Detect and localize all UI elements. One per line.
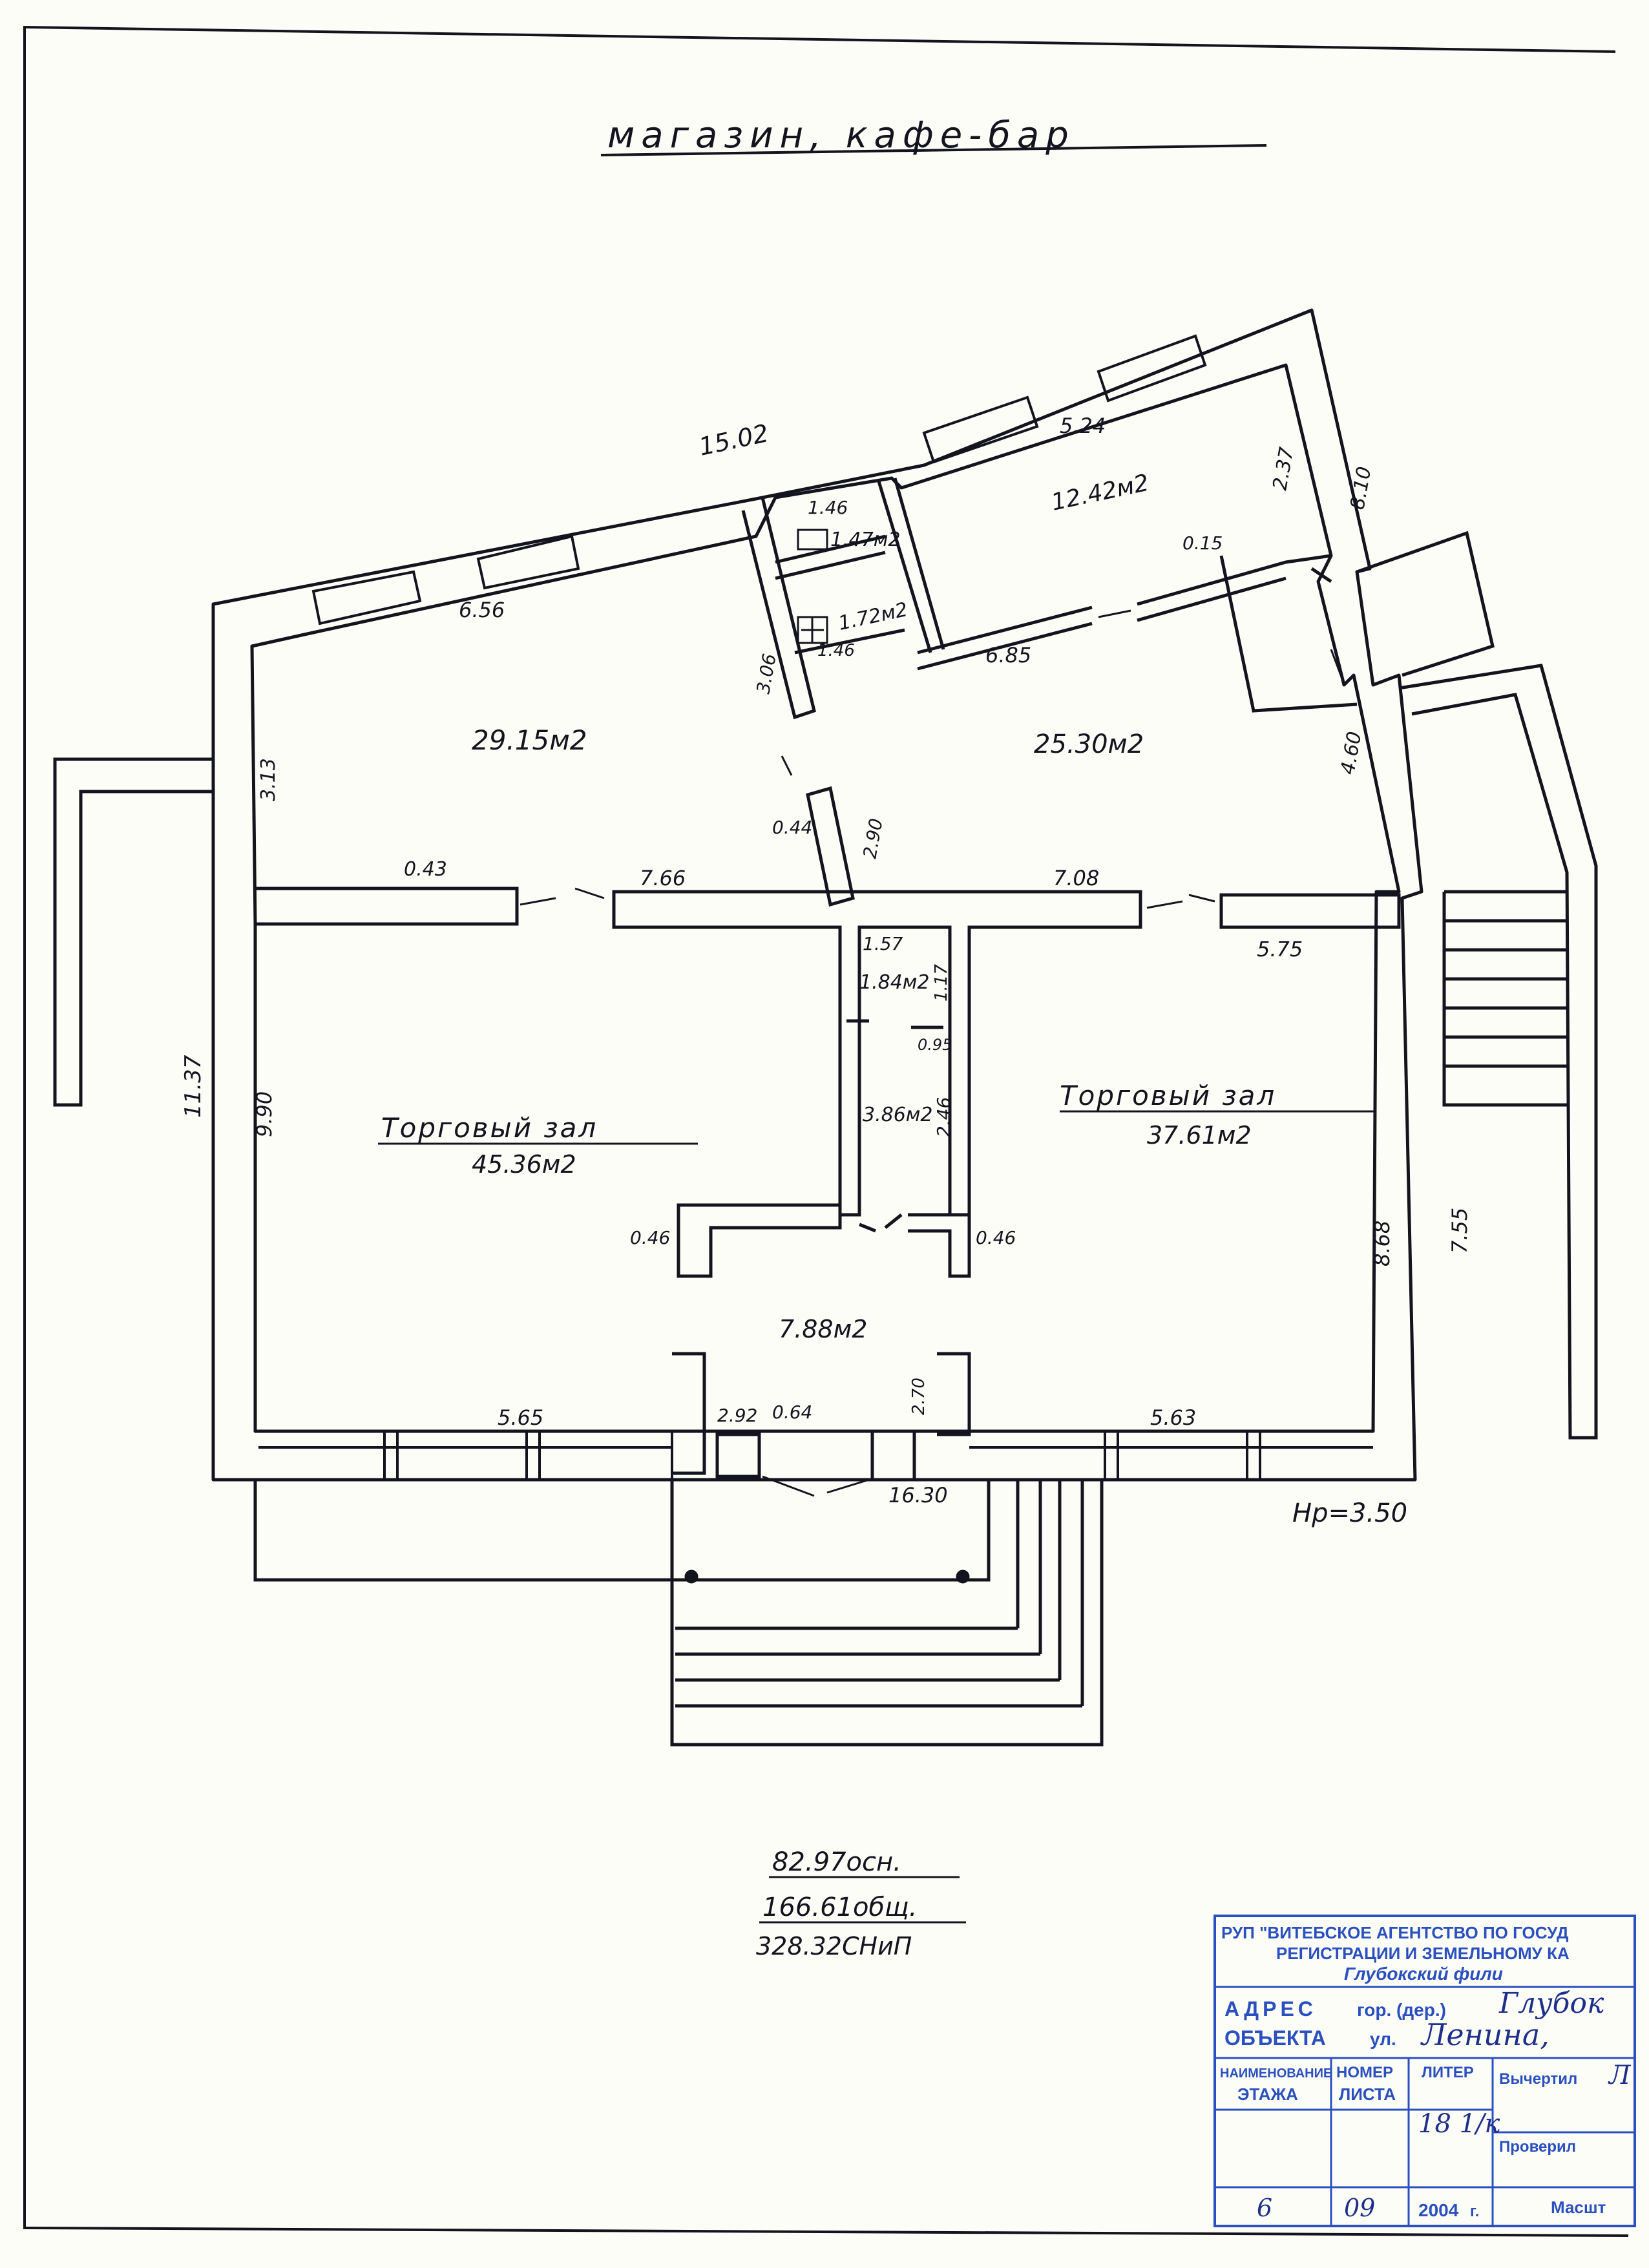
dim-16-30: 16.30: [888, 1483, 948, 1507]
dim-1-57: 1.57: [863, 933, 903, 954]
room-area-wc-2: 1.72м2: [836, 598, 909, 635]
dim-8-10: 8.10: [1346, 465, 1376, 512]
dim-2-46: 2.46: [933, 1097, 954, 1137]
dim-0-64: 0.64: [772, 1402, 812, 1423]
room-area-hall-right: 37.61м2: [1147, 1121, 1252, 1150]
dim-5-63: 5.63: [1150, 1405, 1196, 1430]
dim-1-17: 1.17: [932, 964, 951, 1002]
dim-5-24: 5.24: [1060, 414, 1106, 438]
dim-2-37: 2.37: [1268, 446, 1298, 492]
stamp-address-label-1: АДРЕС: [1224, 1997, 1317, 2021]
dim-5-65: 5.65: [498, 1405, 543, 1430]
dim-0-46-right: 0.46: [976, 1227, 1016, 1248]
interior-walls-middle: [255, 887, 1401, 1482]
dim-7-66: 7.66: [640, 866, 686, 890]
summary-snip-area: 328.32СНиП: [756, 1932, 912, 1960]
room-area-hall-left: 45.36м2: [472, 1150, 576, 1179]
dim-4-60: 4.60: [1336, 730, 1366, 777]
room-area-north-west: 29.15м2: [472, 724, 587, 756]
toilet-fixtures: [797, 529, 828, 644]
room-labels: 29.15м2 25.30м2 12.42м2 1.47м2 1.72м2 То…: [378, 470, 1376, 1343]
stamp-date-year: 2004: [1418, 2200, 1459, 2220]
title-underline: [600, 144, 1267, 156]
room-area-top: 12.42м2: [1049, 470, 1151, 516]
dim-2-92: 2.92: [717, 1405, 757, 1426]
dim-1-46-bottom: 1.46: [817, 641, 855, 660]
summary-main-area: 82.97осн.: [772, 1847, 901, 1877]
dim-9-90: 9.90: [252, 1091, 277, 1137]
south-windows: [258, 1430, 1373, 1480]
dim-11-37: 11.37: [180, 1055, 206, 1118]
dim-7-55: 7.55: [1447, 1208, 1472, 1254]
stamp-col-drawn: Вычертил: [1499, 2070, 1577, 2088]
dim-15-02: 15.02: [697, 419, 772, 461]
stamp-date-suffix: г.: [1470, 2203, 1479, 2220]
interior-walls-north: [741, 478, 1358, 907]
room-area-wc-1: 1.47м2: [830, 529, 901, 551]
east-stair: [1356, 530, 1598, 1440]
south-porch: [253, 1480, 1104, 1747]
sheet-border: [23, 26, 1629, 2237]
dimension-labels: 15.02 6.56 5.24 2.37 8.10 1.46 1.46 0.15…: [180, 414, 1472, 1528]
stamp-col-number-1: НОМЕР: [1336, 2064, 1393, 2081]
stamp-org-line-3: Глубокский фили: [1344, 1964, 1503, 1984]
area-summary: 82.97осн. 166.61общ. 328.32СНиП: [756, 1847, 966, 1960]
stamp-street-value: Ленина,: [1420, 2017, 1549, 2052]
dim-7-08: 7.08: [1053, 866, 1099, 890]
stamp-date-month: 09: [1344, 2194, 1375, 2222]
west-extension: [53, 757, 213, 1107]
dim-0-15: 0.15: [1182, 532, 1223, 554]
room-name-hall-right: Торговый зал: [1060, 1080, 1276, 1111]
north-windows: [311, 334, 1207, 625]
doors: [520, 609, 1342, 1497]
room-area-north-east: 25.30м2: [1034, 730, 1144, 759]
dim-2-90: 2.90: [859, 817, 887, 860]
room-name-hall-left: Торговый зал: [381, 1112, 598, 1144]
stamp-date-day: 6: [1257, 2194, 1272, 2222]
stamp-checked: Проверил: [1499, 2138, 1576, 2156]
dim-0-44: 0.44: [772, 817, 812, 838]
dim-0-46-left: 0.46: [630, 1227, 670, 1248]
dim-8-68: 8.68: [1370, 1221, 1394, 1266]
room-area-corridor-mid: 3.86м2: [863, 1104, 933, 1126]
dim-3-13: 3.13: [257, 758, 280, 801]
stamp-city-prefix: гор. (дер.): [1357, 2000, 1446, 2020]
stamp-city-value: Глубок: [1498, 1987, 1604, 2020]
stamp-drawn-value: Л: [1608, 2061, 1632, 2090]
dim-3-06: 3.06: [752, 652, 780, 695]
room-area-corridor-small: 1.84м2: [859, 971, 930, 994]
stamp-scale: Масшт: [1551, 2198, 1606, 2217]
stamp-liter-value: 18 1/к: [1418, 2109, 1500, 2139]
dim-2-70: 2.70: [909, 1378, 929, 1415]
summary-total-area: 166.61общ.: [762, 1893, 918, 1922]
dim-6-56: 6.56: [459, 598, 505, 622]
stamp-street-prefix: ул.: [1370, 2029, 1396, 2049]
stamp-org-line-2: РЕГИСТРАЦИИ И ЗЕМЕЛЬНОМУ КА: [1276, 1944, 1570, 1963]
dim-5-75: 5.75: [1257, 937, 1303, 961]
registry-stamp: РУП "ВИТЕБСКОЕ АГЕНТСТВО ПО ГОСУД РЕГИСТ…: [1213, 1915, 1636, 2227]
stamp-col-liter: ЛИТЕР: [1422, 2064, 1474, 2081]
room-area-vestibule: 7.88м2: [779, 1315, 867, 1343]
stamp-col-name-1: НАИМЕНОВАНИЕ: [1220, 2066, 1332, 2081]
dim-6-85: 6.85: [985, 643, 1031, 667]
dim-0-95: 0.95: [918, 1036, 952, 1054]
stamp-col-number-2: ЛИСТА: [1339, 2084, 1396, 2104]
stamp-org-line-1: РУП "ВИТЕБСКОЕ АГЕНТСТВО ПО ГОСУД: [1221, 1923, 1569, 1942]
dim-1-46-top: 1.46: [808, 497, 848, 518]
stamp-address-label-2: ОБЪЕКТА: [1224, 2026, 1326, 2050]
dim-0-43: 0.43: [404, 858, 447, 881]
stamp-col-name-2: ЭТАЖА: [1237, 2084, 1298, 2104]
ceiling-height: Нр=3.50: [1292, 1498, 1407, 1528]
